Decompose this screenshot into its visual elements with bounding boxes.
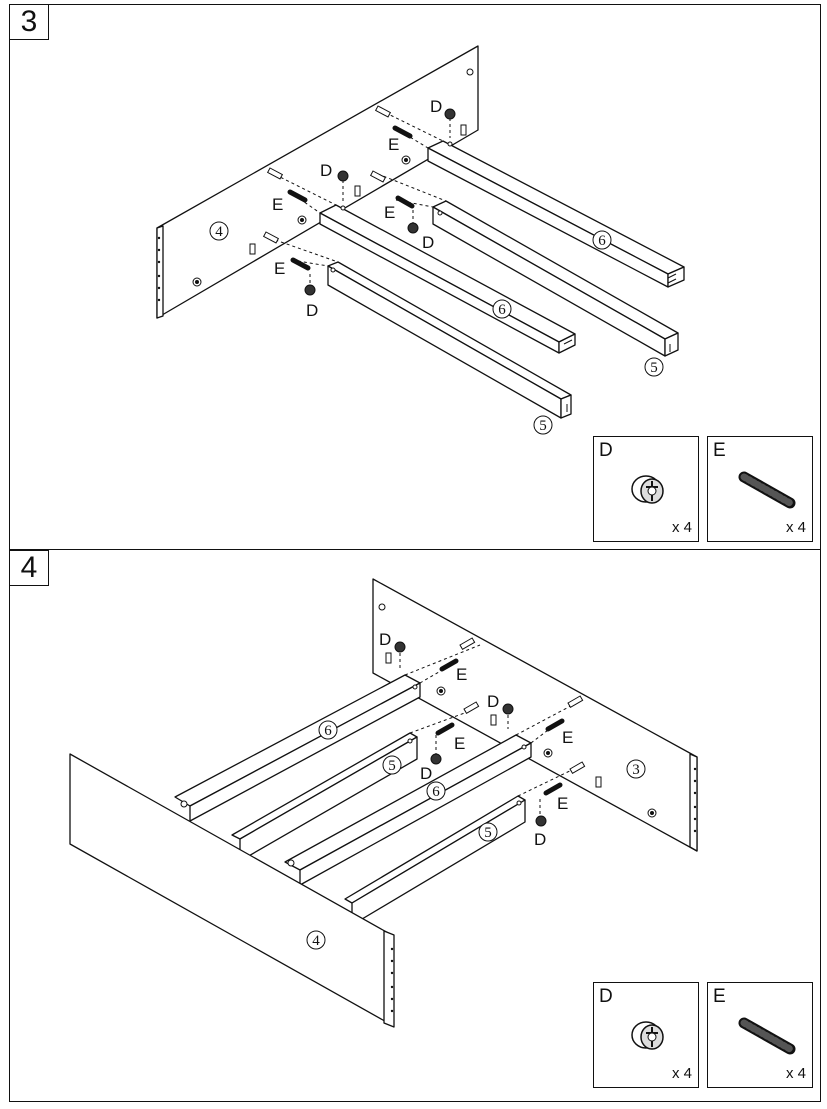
cam-lock-icon	[631, 475, 664, 504]
step-3-fitting-label: E	[388, 135, 399, 154]
step-3-fitting-label: E	[384, 203, 395, 222]
part-letter: D	[599, 986, 613, 1007]
step-4-rail-label-5b: 5	[484, 825, 492, 841]
step-3-fitting-label: D	[430, 97, 442, 116]
part-letter: D	[599, 440, 613, 461]
step-4-fitting-label: D	[534, 830, 546, 849]
step-3-rail-label-5b: 5	[539, 418, 547, 434]
step-4-rail-label-5: 5	[388, 758, 396, 774]
step-3-rail-5a-end	[560, 394, 572, 419]
step-4-rail-label-6: 6	[324, 723, 332, 739]
step-3-part-box-d: D x 4	[593, 436, 699, 542]
step-4-rail-label-6b: 6	[432, 784, 440, 800]
dowel-icon	[738, 471, 796, 509]
step-3-rail-5b-end	[664, 332, 679, 357]
step-3-rail-6a-end	[558, 333, 576, 354]
part-letter: E	[713, 986, 726, 1007]
step-4-fitting-label: D	[487, 692, 499, 711]
step-3-panel-edge	[156, 225, 164, 319]
part-quantity: x 4	[671, 1065, 692, 1082]
step-4-part-box-e: E x 4	[707, 982, 813, 1088]
step-4-fitting-label: D	[420, 764, 432, 783]
step-3-rail-label-6b: 6	[498, 302, 506, 318]
step-4-fitting-label: E	[557, 794, 568, 813]
step-3-fitting-label: E	[274, 259, 285, 278]
step-4-diagram: 3 6 5 6 5 4 D E D E D E E D	[69, 578, 698, 1028]
step-4-fitting-label: E	[456, 665, 467, 684]
step-4-fitting-label: D	[379, 630, 391, 649]
step-3-fitting-label: E	[272, 195, 283, 214]
step-divider	[9, 549, 821, 550]
part-letter: E	[713, 440, 726, 461]
step-4-fitting-label: E	[454, 734, 465, 753]
step-3-number: 3	[9, 4, 49, 40]
step-4-rail-6a-side	[189, 682, 421, 822]
step-4-fitting-label: E	[562, 728, 573, 747]
step-3-fitting-label: D	[306, 301, 318, 320]
step-3-diagram: 4 6 5 6 5 D E D E D E D E	[156, 45, 685, 435]
step-4-part-box-d: D x 4	[593, 982, 699, 1088]
step-4-front-panel-label: 4	[312, 933, 320, 949]
cam-lock-icon	[631, 1021, 664, 1050]
part-quantity: x 4	[785, 1065, 806, 1082]
part-quantity: x 4	[785, 519, 806, 536]
step-3-rail-far-top	[427, 140, 685, 275]
step-4-back-panel-label: 3	[632, 762, 640, 778]
part-quantity: x 4	[671, 519, 692, 536]
step-3-fitting-label: D	[320, 161, 332, 180]
step-3-rail-label-5: 5	[650, 360, 658, 376]
step-4-rail-5b-top	[344, 795, 526, 904]
step-4-front-panel-edge	[383, 930, 395, 1028]
step-4-rail-6a-top	[174, 674, 421, 807]
step-3-fitting-label: D	[422, 233, 434, 252]
step-4-back-panel-edge	[689, 753, 698, 852]
step-4-number: 4	[9, 550, 49, 586]
step-3-rail-label-6: 6	[598, 233, 606, 249]
step-3-part-box-e: E x 4	[707, 436, 813, 542]
step-3-panel-label: 4	[215, 224, 223, 240]
step-4-rail-6b-side	[299, 742, 532, 886]
dowel-icon	[738, 1017, 796, 1055]
